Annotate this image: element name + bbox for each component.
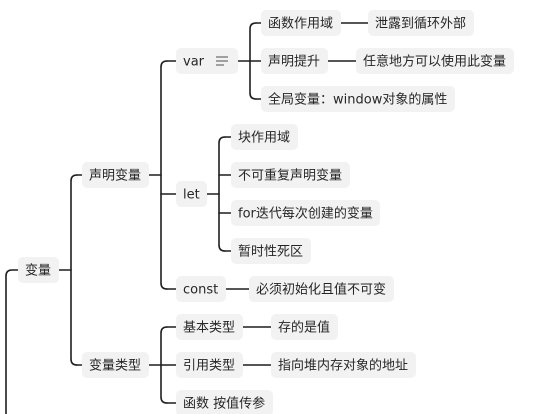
subtopic-node-0-0-0[interactable]: 函数作用域 [261,10,341,36]
node-label: 必须初始化且值不可变 [256,282,386,298]
node-label: 指向堆内存对象的地址 [278,358,408,374]
branch-node-1[interactable]: 变量类型 [82,352,149,378]
node-label: 泄露到循环外部 [375,17,466,32]
node-label: 声明变量 [89,168,141,184]
node-label: 全局变量：window对象的属性 [268,92,447,108]
node-box [231,238,311,264]
connector-line [70,174,78,366]
connector-line [160,60,168,290]
node-label: 不可重复声明变量 [238,168,342,184]
subtopic-node-0-0-2[interactable]: 全局变量：window对象的属性 [261,86,455,112]
detail-node-0-0-0-0[interactable]: 泄露到循环外部 [368,10,474,36]
node-label: let [183,188,200,203]
node-label: for迭代每次创建的变量 [238,206,373,222]
subtopic-node-0-1-0[interactable]: 块作用域 [231,124,298,150]
hamburger-menu-icon[interactable] [216,56,229,66]
topic-node-0-0[interactable]: var [176,48,238,74]
connector-lines [5,22,369,414]
node-label: 暂时性死区 [238,245,303,260]
node-box [176,48,238,74]
node-label: var [183,55,205,70]
subtopic-node-0-0-1[interactable]: 声明提升 [261,48,328,74]
root-node-variable[interactable]: 变量 [18,257,59,283]
node-box [271,314,338,340]
node-label: 基本类型 [183,321,235,336]
topic-node-0-1[interactable]: let [176,181,207,207]
node-box [82,352,149,378]
subtopic-node-1-1-0[interactable]: 指向堆内存对象的地址 [271,352,416,378]
node-box [249,276,394,302]
node-box [82,162,149,188]
subtopic-node-0-1-3[interactable]: 暂时性死区 [231,238,311,264]
node-label: 声明提升 [268,54,320,70]
node-label: 函数作用域 [268,17,333,32]
node-label: 函数 按值传参 [183,396,265,412]
node-box [261,86,455,112]
node-label: 变量 [25,263,51,279]
connector-line [5,269,19,414]
node-label: 任意地方可以使用此变量 [363,54,506,70]
node-box [271,352,416,378]
node-box [231,162,350,188]
detail-node-0-0-1-0[interactable]: 任意地方可以使用此变量 [356,48,514,74]
connector-line [218,136,226,252]
node-box [231,200,380,226]
node-label: 块作用域 [238,131,290,146]
node-box [368,10,474,36]
node-label: 引用类型 [183,359,235,374]
topic-node-1-1[interactable]: 引用类型 [176,352,243,378]
node-box [176,390,273,414]
topic-node-1-2[interactable]: 函数 按值传参 [176,390,273,414]
topic-node-0-2[interactable]: const [176,276,226,302]
node-box [231,124,298,150]
branch-node-0[interactable]: 声明变量 [82,162,149,188]
node-label: 存的是值 [278,320,330,336]
topic-node-1-0[interactable]: 基本类型 [176,314,243,340]
node-box [176,314,243,340]
subtopic-node-1-0-0[interactable]: 存的是值 [271,314,338,340]
node-box [176,352,243,378]
node-box [18,257,59,283]
subtopic-node-0-2-0[interactable]: 必须初始化且值不可变 [249,276,394,302]
node-box [261,10,341,36]
node-box [261,48,328,74]
subtopic-node-0-1-1[interactable]: 不可重复声明变量 [231,162,350,188]
node-label: 变量类型 [89,358,141,374]
subtopic-node-0-1-2[interactable]: for迭代每次创建的变量 [231,200,380,226]
node-box [176,276,226,302]
node-box [356,48,514,74]
node-label: const [183,283,218,298]
node-box [176,181,207,207]
